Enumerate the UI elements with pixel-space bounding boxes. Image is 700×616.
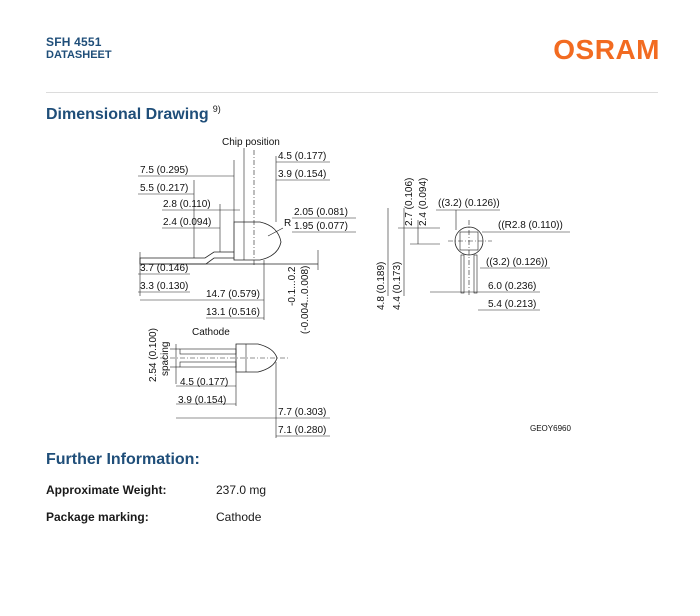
info-label: Package marking: [46,510,149,524]
dim-7-7: 7.7 (0.303) [278,407,326,418]
dim-13-1: 13.1 (0.516) [206,307,260,318]
dim-3-3: 3.3 (0.130) [140,281,188,292]
dim-4-4: 4.4 (0.173) [392,262,403,310]
dim-4-5-top: 4.5 (0.177) [180,377,228,388]
led-body [233,221,282,261]
dim-r2-8: ((R2.8 (0.110)) [498,220,563,231]
front-view [387,208,570,311]
dim-2-4: 2.4 (0.094) [163,217,211,228]
info-value: 237.0 mg [216,483,267,497]
dim-7-5: 7.5 (0.295) [140,165,188,176]
dim-4-5: 4.5 (0.177) [278,151,326,162]
dim-14-7: 14.7 (0.579) [206,289,260,300]
dim-3-2-bottom: ((3.2) (0.126)) [486,257,548,268]
header-divider [46,92,658,93]
label-r: R [284,218,291,229]
document-type: DATASHEET [46,49,112,61]
dim-2-4-vert: 2.4 (0.094) [418,178,429,226]
label-chip-position: Chip position [222,137,280,148]
footnote-ref: 9) [212,104,221,114]
dim-1-95: 1.95 (0.077) [294,221,348,232]
header: SFH 4551 DATASHEET [46,35,112,62]
dim-5-4: 5.4 (0.213) [488,299,536,310]
dim-5-5: 5.5 (0.217) [140,183,188,194]
dim-2-8: 2.8 (0.110) [163,199,211,210]
dim-2-05: 2.05 (0.081) [294,207,348,218]
dim-3-2-top: ((3.2) (0.126)) [438,198,500,209]
info-value: Cathode [216,510,262,524]
dim-6-0: 6.0 (0.236) [488,281,536,292]
side-view [138,148,356,320]
drawing-id: GEOY6960 [530,424,571,433]
label-spacing: spacing [160,342,171,376]
dim-4-8: 4.8 (0.189) [376,262,387,310]
dim-3-9: 3.9 (0.154) [278,169,326,180]
dim-tolerance: -0.1...0.2 [287,266,298,306]
dim-tolerance-inch: (-0.004...0.008) [300,266,311,334]
info-label: Approximate Weight: [46,483,167,497]
dim-2-7: 2.7 (0.106) [404,178,415,226]
drawing-title: Dimensional Drawing [46,106,209,123]
dim-7-1: 7.1 (0.280) [278,425,326,436]
dim-3-9-top: 3.9 (0.154) [178,395,226,406]
dim-3-7: 3.7 (0.146) [140,263,188,274]
section-title-info: Further Information: [46,451,200,468]
top-body [235,343,278,373]
label-cathode: Cathode [192,327,230,338]
dim-2-54: 2.54 (0.100) [148,328,159,382]
product-name: SFH 4551 [46,35,102,49]
brand-logo: OSRAM [553,34,660,65]
top-view [160,343,330,438]
